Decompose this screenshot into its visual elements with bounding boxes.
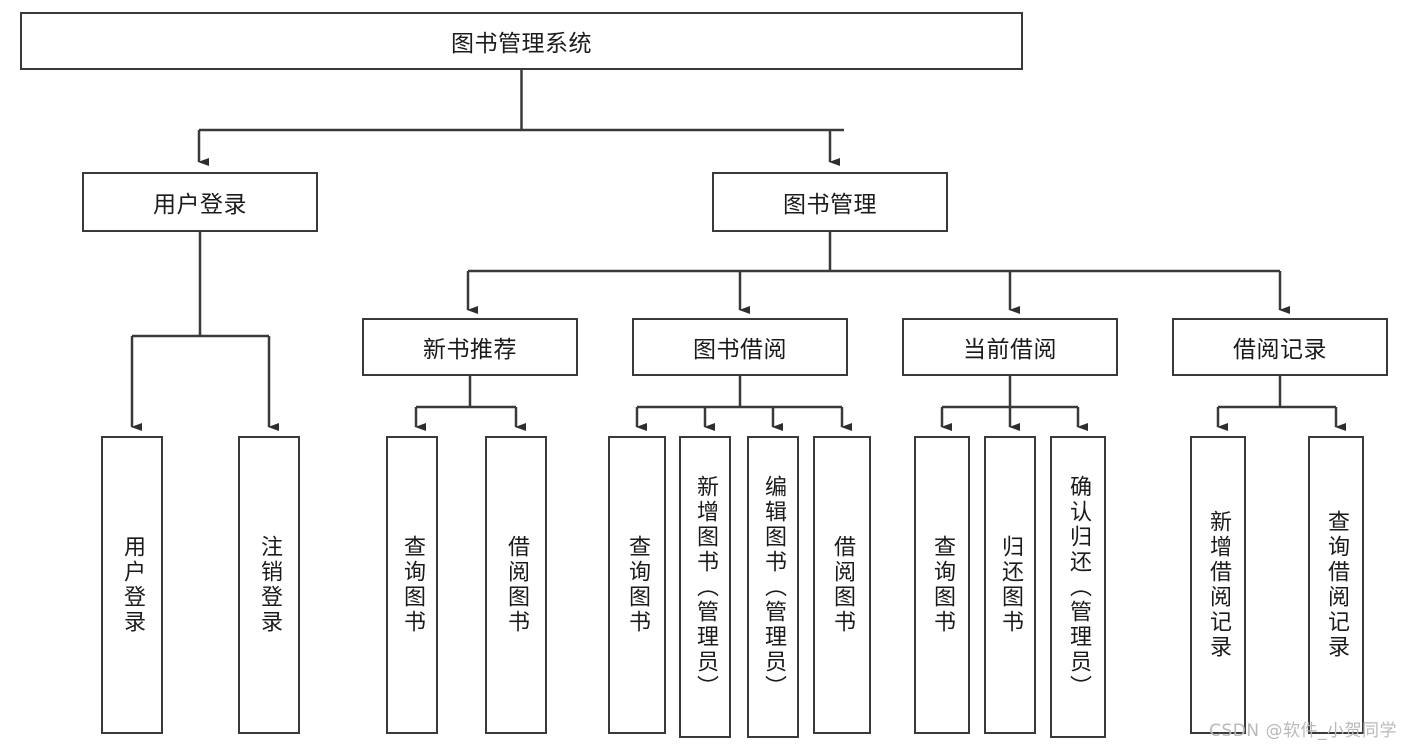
node-root[interactable]: 图书管理系统 <box>20 12 1023 70</box>
leaf-add-book-admin[interactable]: 新增图书（管理员） <box>679 436 731 738</box>
leaf-query-books-borrowing[interactable]: 查询图书 <box>608 436 666 734</box>
node-book-borrowing[interactable]: 图书借阅 <box>632 318 848 376</box>
node-current-borrowing[interactable]: 当前借阅 <box>902 318 1118 376</box>
leaf-query-books-recommendation[interactable]: 查询图书 <box>386 436 438 734</box>
leaf-logout[interactable]: 注销登录 <box>238 436 300 734</box>
leaf-query-books-current-label: 查询图书 <box>930 535 955 635</box>
node-book-management-label: 图书管理 <box>783 192 877 218</box>
node-book-management[interactable]: 图书管理 <box>712 172 948 232</box>
leaf-add-book-admin-label: 新增图书（管理员） <box>693 474 718 700</box>
leaf-user-login[interactable]: 用户登录 <box>101 436 163 734</box>
leaf-user-login-label: 用户登录 <box>120 535 145 635</box>
node-user-login[interactable]: 用户登录 <box>82 172 318 232</box>
leaf-borrow-books[interactable]: 借阅图书 <box>813 436 871 734</box>
leaf-query-borrow-record-label: 查询借阅记录 <box>1324 510 1349 660</box>
leaf-borrow-books-recommendation-label: 借阅图书 <box>504 535 529 635</box>
node-current-borrowing-label: 当前借阅 <box>963 337 1057 363</box>
leaf-query-borrow-record[interactable]: 查询借阅记录 <box>1308 436 1364 734</box>
leaf-add-borrow-record[interactable]: 新增借阅记录 <box>1190 436 1246 734</box>
node-root-label: 图书管理系统 <box>451 31 592 57</box>
leaf-logout-label: 注销登录 <box>257 535 282 635</box>
node-borrowing-records[interactable]: 借阅记录 <box>1172 318 1388 376</box>
leaf-edit-book-admin-label: 编辑图书（管理员） <box>761 474 786 700</box>
leaf-query-books-current[interactable]: 查询图书 <box>914 436 970 734</box>
node-book-borrowing-label: 图书借阅 <box>693 337 787 363</box>
leaf-query-books-borrowing-label: 查询图书 <box>625 535 650 635</box>
leaf-confirm-return-admin-label: 确认归还（管理员） <box>1066 474 1091 700</box>
node-new-book-recommendation-label: 新书推荐 <box>423 337 517 363</box>
leaf-return-books[interactable]: 归还图书 <box>984 436 1036 734</box>
leaf-return-books-label: 归还图书 <box>998 535 1023 635</box>
leaf-query-books-recommendation-label: 查询图书 <box>400 535 425 635</box>
node-new-book-recommendation[interactable]: 新书推荐 <box>362 318 578 376</box>
leaf-borrow-books-label: 借阅图书 <box>830 535 855 635</box>
leaf-borrow-books-recommendation[interactable]: 借阅图书 <box>485 436 547 734</box>
leaf-edit-book-admin[interactable]: 编辑图书（管理员） <box>747 436 799 738</box>
leaf-add-borrow-record-label: 新增借阅记录 <box>1206 510 1231 660</box>
leaf-confirm-return-admin[interactable]: 确认归还（管理员） <box>1050 436 1106 738</box>
node-borrowing-records-label: 借阅记录 <box>1233 337 1327 363</box>
node-user-login-label: 用户登录 <box>153 192 247 218</box>
